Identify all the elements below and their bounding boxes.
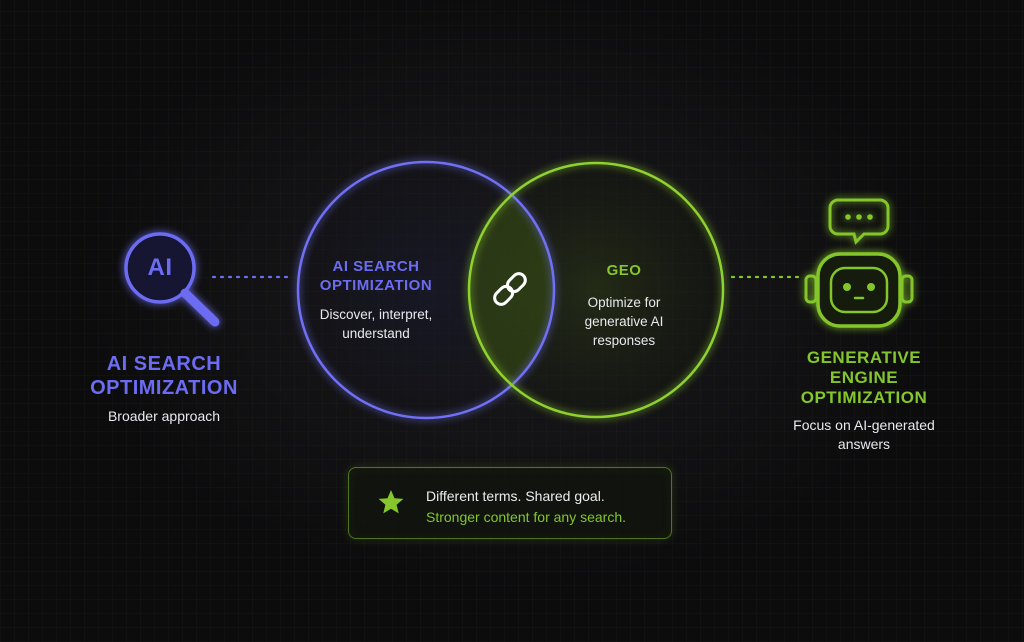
right-subtitle: Focus on AI-generated answers (793, 417, 935, 452)
overlap-region (469, 163, 554, 417)
green-circle-description: Optimize for generative AI responses (584, 295, 664, 348)
green-circle (467, 161, 725, 419)
left-title-line1: AI SEARCH (106, 353, 222, 375)
robot-icon (804, 198, 914, 328)
blue-circle-title-line2: OPTIMIZATION (319, 277, 433, 294)
magnifier-ai-icon (124, 232, 220, 327)
note-line1: Different terms. Shared goal. (426, 488, 605, 504)
blue-circle (296, 160, 556, 420)
star-icon (378, 490, 404, 514)
blue-circle-description: Discover, interpret, understand (319, 307, 433, 341)
link-icon (493, 272, 527, 306)
blue-circle-title: AI SEARCH OPTIMIZATION (316, 257, 436, 295)
left-subtitle: Broader approach (107, 408, 221, 424)
left-title-line2: OPTIMIZATION (90, 377, 238, 399)
green-circle-title: GEO (606, 262, 642, 279)
left-title: AI SEARCH OPTIMIZATION (64, 352, 264, 400)
note-line2: Stronger content for any search. (426, 509, 626, 525)
blue-circle-title-line1: AI SEARCH (332, 258, 420, 275)
magnifier-ai-label: AI (147, 254, 173, 281)
right-title: GENERATIVE ENGINE OPTIMIZATION (800, 348, 928, 407)
shared-goal-note: Different terms. Shared goal. Stronger c… (348, 467, 672, 539)
